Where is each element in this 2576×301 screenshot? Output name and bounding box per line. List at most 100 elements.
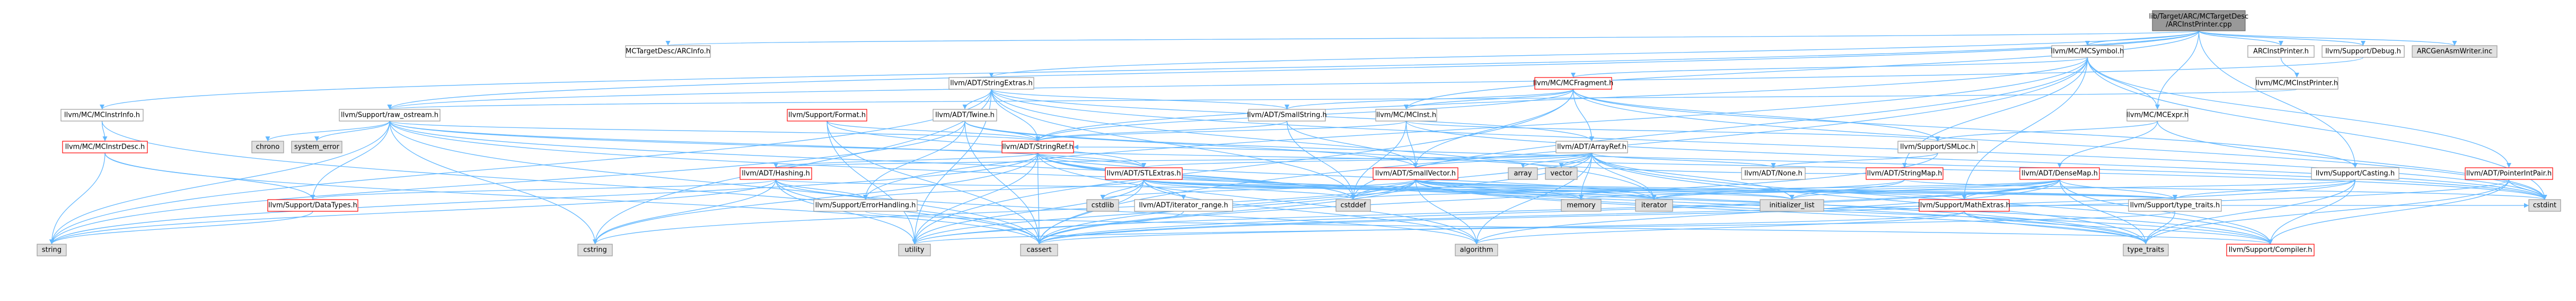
node-stringref[interactable]: llvm/ADT/StringRef.h [1001, 141, 1074, 153]
node-label: llvm/Support/Format.h [788, 111, 866, 119]
dependency-edge [912, 89, 1574, 245]
dependency-edge [101, 121, 1042, 245]
node-compiler[interactable]: llvm/Support/Compiler.h [2226, 244, 2315, 256]
node-label: array [1514, 170, 1532, 178]
node-stringextras[interactable]: llvm/ADT/StringExtras.h [948, 77, 1034, 90]
dependency-edge [1405, 121, 1940, 142]
node-label: utility [905, 246, 925, 254]
node-mcfragment[interactable]: llvm/MC/MCFragment.h [1533, 77, 1613, 90]
node-smallstring[interactable]: llvm/ADT/SmallString.h [1247, 109, 1327, 122]
node-stlextras[interactable]: llvm/ADT/STLExtras.h [1105, 167, 1183, 180]
dependency-edge [387, 30, 2200, 110]
node-pointerintpair[interactable]: llvm/ADT/PointerIntPair.h [2465, 167, 2553, 180]
dependency-edge [912, 211, 2176, 245]
dependency-edge [1404, 89, 1574, 110]
node-errorhandling[interactable]: llvm/Support/ErrorHandling.h [813, 199, 918, 212]
dependency-edge [1964, 211, 2148, 245]
node-box [37, 244, 67, 256]
node-mcsymbol[interactable]: llvm/MC/MCSymbol.h [2051, 45, 2124, 58]
dependency-edge [775, 179, 1479, 245]
dependency-edge [991, 89, 1356, 200]
node-label: MCTargetDesc/ARCInfo.h [626, 48, 710, 56]
node-none[interactable]: llvm/ADT/None.h [1741, 167, 1806, 180]
dependency-edge [1935, 121, 2158, 142]
node-label: llvm/Support/Casting.h [2316, 170, 2395, 178]
node-box [1134, 199, 1233, 212]
node-box [813, 199, 918, 212]
node-smallvector[interactable]: llvm/ADT/SmallVector.h [1373, 167, 1458, 180]
node-label: cstdlib [1092, 202, 1114, 210]
node-box [291, 141, 342, 153]
node-densemap[interactable]: llvm/ADT/DenseMap.h [2019, 167, 2100, 180]
node-label: llvm/Support/Debug.h [2325, 48, 2401, 56]
node-label: llvm/Support/MathExtras.h [1918, 202, 2010, 210]
node-root[interactable]: lib/Target/ARC/MCTargetDesc/ARCInstPrint… [2149, 10, 2249, 31]
dependency-edge [2173, 179, 2356, 200]
node-typetraits[interactable]: llvm/Support/type_traits.h [2128, 199, 2222, 212]
dependency-edge [1771, 152, 1938, 168]
node-twine[interactable]: llvm/ADT/Twine.h [933, 109, 997, 122]
node-iteratorrange[interactable]: llvm/ADT/iterator_range.h [1134, 199, 1233, 212]
dependency-edge [964, 121, 1040, 142]
dependency-edge [775, 179, 917, 245]
node-arrayref[interactable]: llvm/ADT/ArrayRef.h [1555, 141, 1628, 153]
node-debug[interactable]: llvm/Support/Debug.h [2322, 45, 2405, 58]
node-label: llvm/ADT/StringRef.h [1002, 143, 1073, 151]
node-arcinfo[interactable]: MCTargetDesc/ARCInfo.h [625, 45, 711, 58]
node-casting[interactable]: llvm/Support/Casting.h [2311, 167, 2399, 180]
node-box [2247, 45, 2315, 58]
dependency-edge [1591, 152, 1776, 168]
dependency-edge [1579, 179, 2356, 200]
node-vector: vector [1545, 167, 1578, 180]
node-mcinstinfo[interactable]: llvm/MC/MCInstrInfo.h [60, 109, 144, 122]
node-systemerror: system_error [291, 141, 342, 153]
node-box [1086, 199, 1119, 212]
dependency-edge [1285, 89, 1574, 110]
node-mcinst[interactable]: llvm/MC/MCInst.h [1375, 109, 1437, 122]
node-label: llvm/MC/MCSymbol.h [2051, 48, 2124, 56]
node-rawostream[interactable]: llvm/Support/raw_ostream.h [339, 109, 441, 122]
dependency-edge [1651, 179, 2060, 200]
dependency-edge [314, 121, 390, 142]
dependency-edge [2198, 30, 2366, 46]
dependency-edge [265, 121, 390, 142]
node-label: llvm/Support/ErrorHandling.h [815, 202, 916, 210]
node-box [1001, 141, 1074, 153]
dependency-edge [1651, 179, 1905, 200]
dependency-edge [1036, 211, 1965, 245]
dependency-edge [991, 89, 1657, 200]
dependency-edge [1591, 152, 1657, 200]
node-array: array [1508, 167, 1538, 180]
node-label: system_error [294, 143, 340, 151]
node-hashing[interactable]: llvm/ADT/Hashing.h [740, 167, 812, 180]
dependency-edge [1035, 121, 1407, 142]
dependency-edge [2267, 179, 2356, 245]
node-initializerlist: initializer_list [1760, 199, 1824, 212]
dependency-edge [1578, 152, 1593, 200]
node-datatypes[interactable]: llvm/Support/DataTypes.h [267, 199, 358, 212]
node-label: llvm/ADT/STLExtras.h [1106, 170, 1181, 178]
node-box [948, 77, 1034, 90]
dependency-edge [1035, 121, 1288, 142]
node-label: cstdint [2533, 202, 2556, 210]
node-mcinstprinter[interactable]: llvm/MC/MCInstPrinter.h [2255, 77, 2338, 90]
node-smloc[interactable]: llvm/Support/SMLoc.h [1897, 141, 1978, 153]
dependency-edge [2143, 211, 2176, 245]
dependency-edge [1415, 179, 1479, 245]
node-mcinstrdesc[interactable]: llvm/MC/MCInstrDesc.h [62, 141, 148, 153]
dependency-edge [49, 152, 1039, 245]
dependency-edge [1415, 179, 2273, 245]
dependency-edge [1143, 179, 2177, 200]
dependency-edge [2059, 179, 2149, 245]
node-cstdlib: cstdlib [1086, 199, 1119, 212]
dependency-edge [2198, 30, 2358, 168]
dependency-edge [1405, 121, 2547, 200]
dependency-edge [2155, 30, 2200, 110]
node-arcinstprinter[interactable]: ARCInstPrinter.h [2247, 45, 2315, 58]
node-stringmap[interactable]: llvm/ADT/StringMap.h [1866, 167, 1944, 180]
dependency-edge [1143, 179, 1479, 245]
node-format[interactable]: llvm/Support/Format.h [787, 109, 867, 122]
node-mcexpr[interactable]: llvm/MC/MCExpr.h [2126, 109, 2189, 122]
node-mathextras[interactable]: llvm/Support/MathExtras.h [1918, 199, 2010, 212]
dependency-edge [1591, 152, 2148, 245]
